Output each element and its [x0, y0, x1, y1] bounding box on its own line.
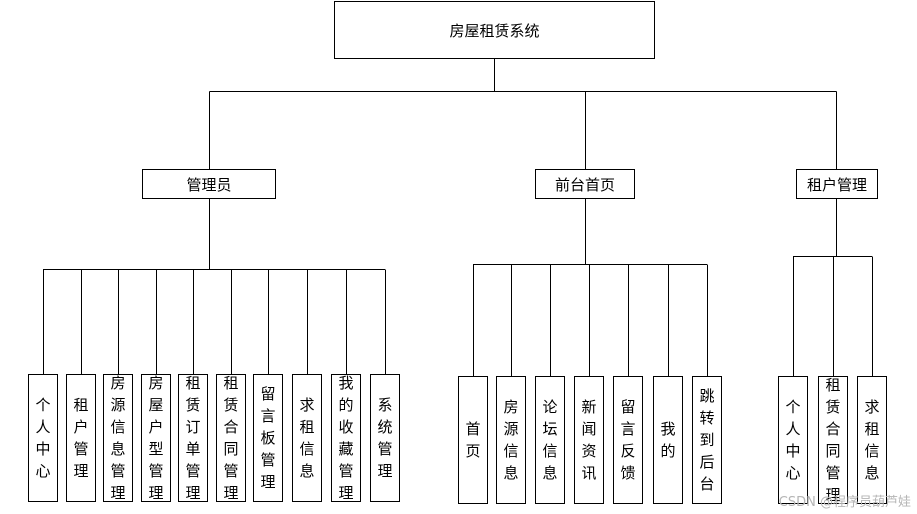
group-label-tenant: 租户管理 — [806, 175, 867, 194]
group-label-admin: 管理员 — [186, 175, 232, 194]
leaf-node: 租户管理 — [66, 374, 96, 502]
leaf-node: 留言板管理 — [253, 374, 283, 502]
root-node: 房屋租赁系统 — [334, 1, 655, 59]
leaf-node: 留言反馈 — [613, 376, 643, 504]
leaf-node: 求租信息 — [292, 374, 322, 502]
leaf-node: 新闻资讯 — [574, 376, 604, 504]
leaf-node: 我的 — [653, 376, 683, 504]
watermark: CSDN @程序员葫芦娃 — [778, 495, 911, 510]
leaf-node: 房屋户型管理 — [141, 374, 171, 502]
leaf-node: 租赁合同管理 — [818, 376, 848, 504]
leaf-node: 论坛信息 — [535, 376, 565, 504]
leaf-node: 房源信息 — [496, 376, 526, 504]
group-node-frontend: 前台首页 — [535, 169, 635, 199]
leaf-node: 租赁合同管理 — [216, 374, 246, 502]
root-label: 房屋租赁系统 — [449, 21, 540, 40]
leaf-node: 跳转到后台 — [692, 376, 722, 504]
group-node-admin: 管理员 — [142, 169, 276, 199]
leaf-node: 系统管理 — [370, 374, 400, 502]
leaf-node: 求租信息 — [857, 376, 887, 504]
leaf-node: 个人中心 — [778, 376, 808, 504]
leaf-node: 我的收藏管理 — [331, 374, 361, 502]
group-label-frontend: 前台首页 — [554, 175, 615, 194]
leaf-node: 首页 — [458, 376, 488, 504]
group-node-tenant: 租户管理 — [796, 169, 878, 199]
leaf-node: 房源信息管理 — [103, 374, 133, 502]
leaf-node: 个人中心 — [28, 374, 58, 502]
leaf-node: 租赁订单管理 — [178, 374, 208, 502]
